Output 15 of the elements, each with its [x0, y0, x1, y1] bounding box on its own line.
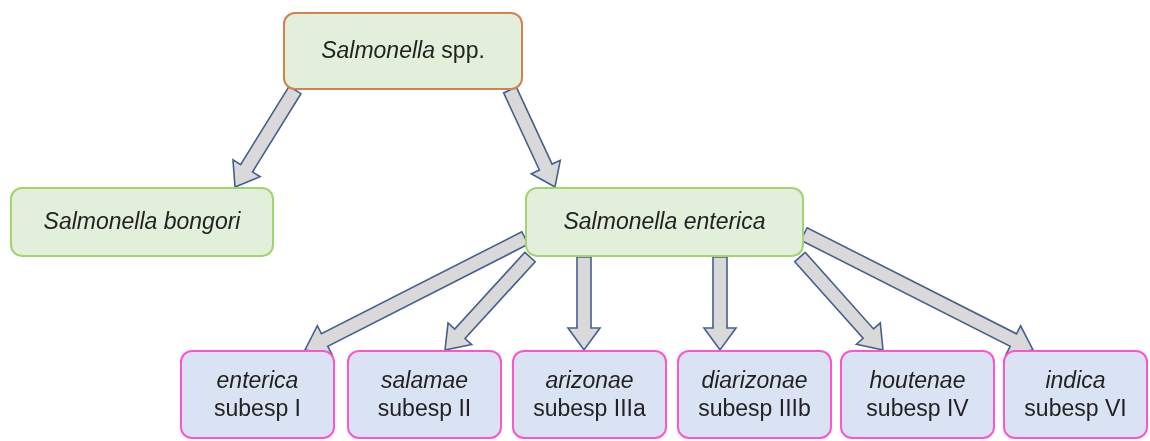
- taxon-box: houtenae subesp IV: [840, 350, 995, 439]
- taxon-box: Salmonella spp.: [283, 12, 523, 90]
- block-arrow: [502, 86, 562, 189]
- taxon-box: diarizonae subesp IIIb: [677, 350, 832, 439]
- block-arrow: [444, 251, 537, 351]
- block-arrow: [702, 256, 738, 352]
- block-arrow: [566, 256, 602, 352]
- taxon-box: salamae subesp II: [347, 350, 502, 439]
- taxon-box: enterica subesp I: [180, 350, 335, 439]
- taxon-box: Salmonella enterica: [525, 187, 804, 257]
- taxon-box: arizonae subesp IIIa: [512, 350, 667, 439]
- block-arrow: [793, 251, 884, 351]
- taxon-box: Salmonella bongori: [10, 187, 274, 257]
- taxon-box: indica subesp VI: [1003, 350, 1148, 439]
- block-arrow: [232, 85, 303, 189]
